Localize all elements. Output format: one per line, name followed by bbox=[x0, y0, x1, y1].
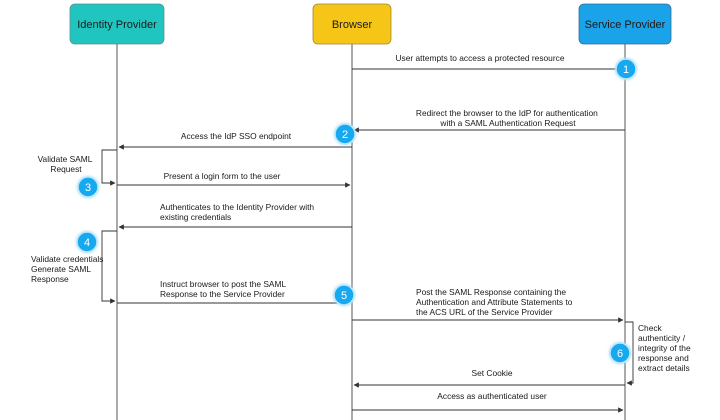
actor-browser-label: Browser bbox=[332, 19, 373, 31]
message-2-label: Redirect the browser to the IdP for auth… bbox=[416, 108, 600, 128]
step-1-number: 1 bbox=[623, 64, 629, 76]
message-3-label: Access the IdP SSO endpoint bbox=[181, 131, 292, 141]
step-3-number: 3 bbox=[85, 182, 91, 194]
check-integrity-loop bbox=[625, 321, 634, 386]
actor-service-provider: Service Provider bbox=[578, 3, 672, 45]
step-2-number: 2 bbox=[342, 129, 348, 141]
validate-request-loop bbox=[101, 149, 117, 186]
validate-credentials-note: Validate credentials Generate SAML Respo… bbox=[31, 254, 106, 284]
actor-identity-provider: Identity Provider bbox=[69, 3, 165, 45]
step-badge-4: 4 bbox=[76, 231, 98, 253]
message-7-label: Post the SAML Response containing the Au… bbox=[416, 287, 575, 317]
step-badge-5: 5 bbox=[333, 284, 355, 306]
step-badge-3: 3 bbox=[77, 176, 99, 198]
check-integrity-note: Check authenticity / integrity of the re… bbox=[638, 323, 693, 373]
message-9-label: Access as authenticated user bbox=[437, 391, 547, 401]
step-6-number: 6 bbox=[617, 348, 623, 360]
step-badge-1: 1 bbox=[615, 58, 637, 80]
step-badge-2: 2 bbox=[334, 123, 356, 145]
step-4-number: 4 bbox=[84, 237, 90, 249]
actor-sp-label: Service Provider bbox=[585, 19, 666, 31]
message-1-label: User attempts to access a protected reso… bbox=[396, 53, 565, 63]
message-6-label: Instruct browser to post the SAML Respon… bbox=[160, 279, 288, 299]
actor-idp-label: Identity Provider bbox=[77, 19, 157, 31]
actor-browser: Browser bbox=[312, 3, 392, 45]
step-5-number: 5 bbox=[341, 290, 347, 302]
validate-credentials-loop bbox=[101, 230, 117, 304]
message-5-label: Authenticates to the Identity Provider w… bbox=[160, 202, 316, 222]
message-4-label: Present a login form to the user bbox=[164, 171, 281, 181]
validate-request-note: Validate SAML Request bbox=[38, 154, 95, 174]
message-8-label: Set Cookie bbox=[472, 368, 513, 378]
step-badge-6: 6 bbox=[609, 342, 631, 364]
